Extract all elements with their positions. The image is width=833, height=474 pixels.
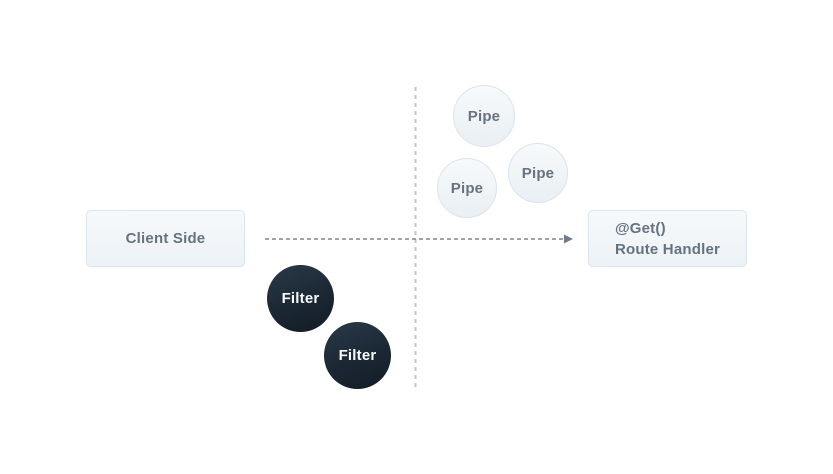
route-handler-box: @Get() Route Handler	[588, 210, 747, 267]
client-side-box: Client Side	[86, 210, 245, 267]
pipe-label: Pipe	[467, 107, 501, 125]
pipe-circle: Pipe	[508, 143, 568, 203]
route-handler-decorator-text: @Get()	[614, 219, 666, 237]
filter-label: Filter	[338, 347, 377, 364]
filter-circle: Filter	[324, 322, 391, 389]
pipe-circle: Pipe	[437, 158, 497, 218]
pipe-label: Pipe	[521, 164, 555, 182]
pipe-circle: Pipe	[453, 85, 515, 147]
route-handler-label: @Get() Route Handler	[615, 218, 720, 260]
filter-circle: Filter	[267, 265, 334, 332]
filter-label: Filter	[281, 290, 320, 307]
pipe-label: Pipe	[450, 179, 484, 197]
client-side-label: Client Side	[125, 230, 206, 247]
route-handler-name-text: Route Handler	[614, 240, 721, 258]
request-flow-arrowhead-icon	[564, 234, 573, 244]
